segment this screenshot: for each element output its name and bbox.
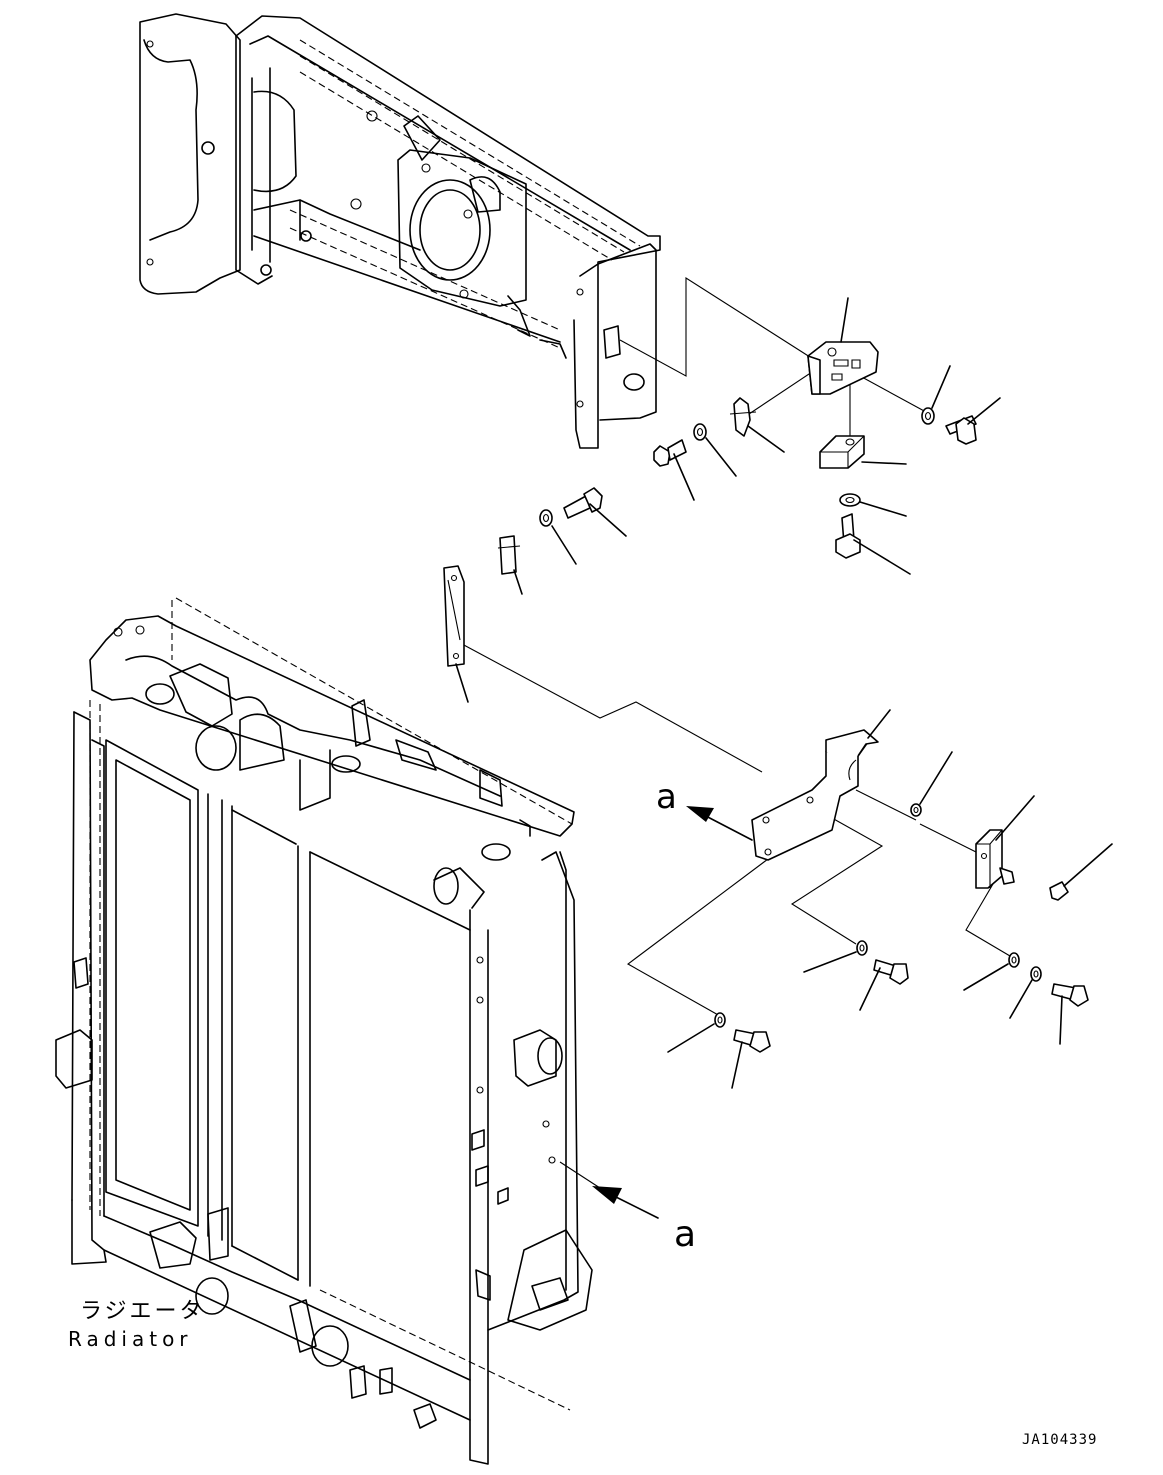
washer-5: [910, 751, 953, 817]
lower-bracket: [751, 709, 891, 861]
latch-plate: [975, 795, 1035, 889]
view-label-a-lower: a: [674, 1214, 696, 1255]
long-strap: [443, 565, 469, 703]
bolt-3: [563, 487, 627, 537]
assembly-leader-lines: [461, 276, 1011, 1189]
upper-support-frame: [139, 13, 661, 449]
radiator-label-jp: ラジエータ: [80, 1299, 205, 1324]
washer-8: [963, 952, 1020, 991]
hardware-parts: [443, 297, 1113, 1089]
spacer-block: [819, 435, 907, 469]
upper-bracket: [807, 297, 879, 395]
bolt-1: [945, 397, 1001, 445]
bolt-6: [731, 1029, 771, 1089]
washer-3: [539, 509, 577, 565]
clip-middle: [497, 535, 523, 595]
drawing-number: JA104339: [1022, 1432, 1097, 1448]
small-screw: [1049, 843, 1113, 901]
view-label-a-upper: a: [656, 777, 677, 817]
bolt-2: [653, 439, 695, 501]
radiator-label-en: Radiator: [68, 1327, 193, 1351]
washer-2: [693, 423, 737, 477]
clip-upper: [729, 397, 785, 453]
washer-7: [667, 1012, 726, 1053]
washer-4: [839, 493, 907, 517]
washer-9: [1009, 966, 1042, 1019]
bolt-5: [859, 959, 909, 1011]
radiator-assembly: [55, 597, 593, 1465]
view-arrow-lower: a: [592, 1186, 696, 1255]
washer-6: [803, 940, 868, 973]
bolt-7: [1051, 983, 1089, 1045]
view-arrow-upper: a: [656, 777, 753, 841]
washer-1: [921, 365, 951, 425]
bolt-4: [835, 513, 911, 575]
